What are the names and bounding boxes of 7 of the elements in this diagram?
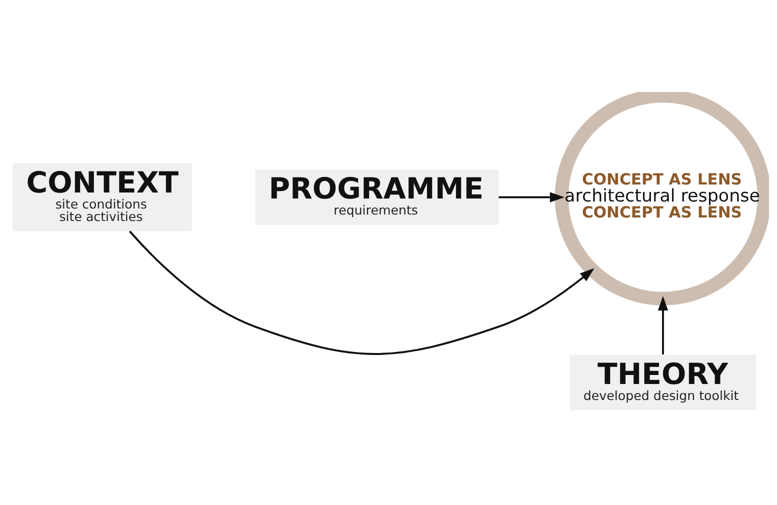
node-box: THEORY developed design toolkit <box>570 354 756 410</box>
arrow <box>658 295 668 354</box>
arrow <box>498 192 565 202</box>
arrow <box>129 230 594 354</box>
node-circle: CONCEPT AS LENS architectural response CONCEPT AS LENS <box>554 92 769 305</box>
node-box: PROGRAMME requirements <box>255 169 499 224</box>
node-box: CONTEXT site conditions site activities <box>12 162 192 231</box>
